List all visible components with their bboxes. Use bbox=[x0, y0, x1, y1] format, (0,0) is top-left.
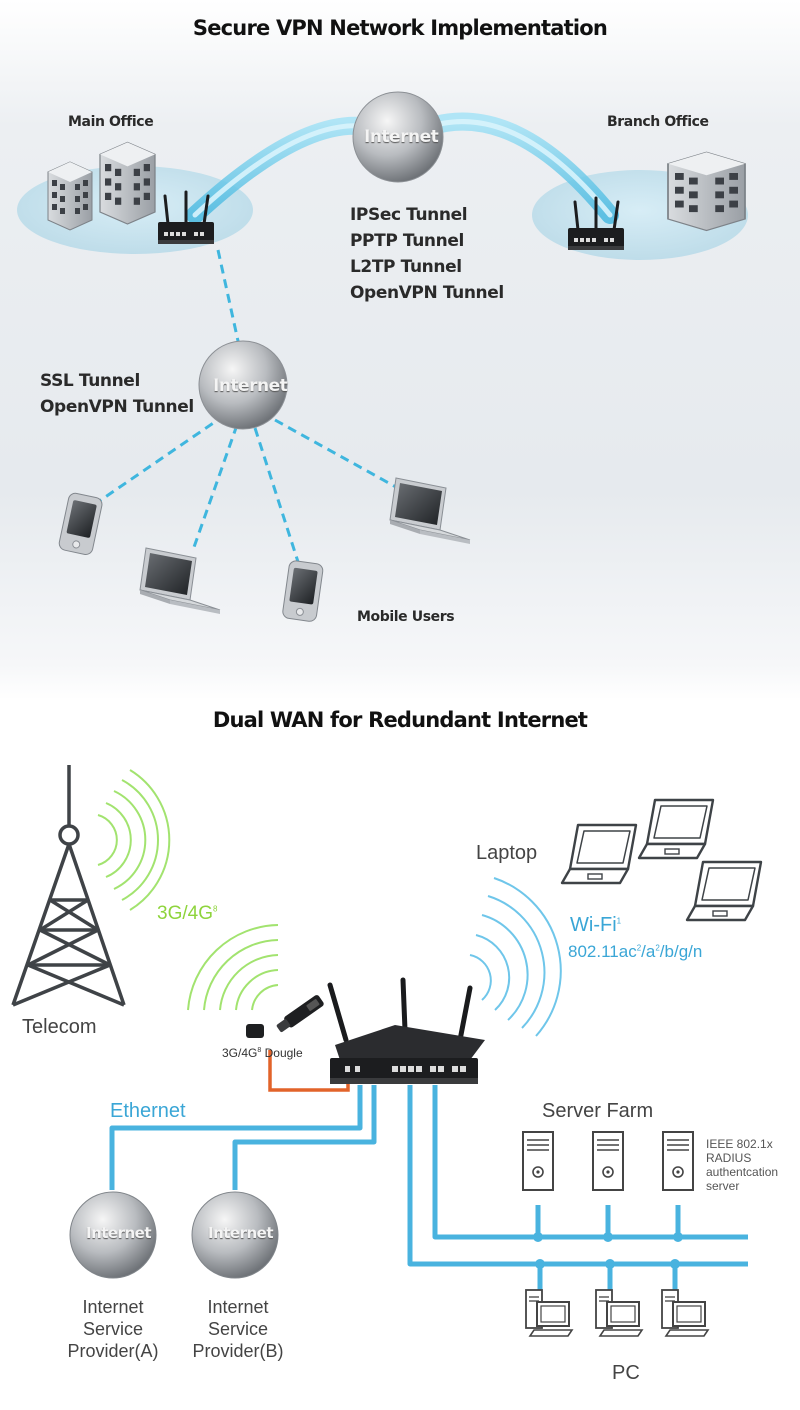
isp-b-globe-label: Internet bbox=[208, 1224, 274, 1242]
site-tunnel-item: OpenVPN Tunnel bbox=[350, 283, 504, 303]
branch-office-building-icon bbox=[667, 151, 746, 232]
laptop-outline-2-icon bbox=[637, 798, 715, 860]
internet-globe-top bbox=[352, 91, 444, 183]
laptop-outline-3-icon bbox=[685, 860, 763, 922]
wifi-label: Wi-Fi1 bbox=[570, 914, 621, 937]
usb-dongle-icon bbox=[276, 995, 324, 1032]
laptop-device-left-icon bbox=[139, 547, 221, 615]
dongle-footnote: 8 bbox=[257, 1047, 262, 1054]
isp-a-line: Provider(A) bbox=[67, 1341, 159, 1361]
cellular-footnote: 8 bbox=[212, 904, 218, 914]
dongle-label: 3G/4G8 Dougle bbox=[222, 1046, 303, 1060]
isp-a-label: Internet Service Provider(A) bbox=[48, 1296, 178, 1362]
ethernet-junctions bbox=[533, 1232, 683, 1269]
cellular-label: 3G/4G8 bbox=[157, 903, 217, 925]
server-1-icon bbox=[522, 1131, 554, 1191]
branch-office-label: Branch Office bbox=[607, 114, 709, 130]
wifi-waves bbox=[469, 877, 562, 1037]
wifi-std-b: /a bbox=[641, 942, 656, 961]
isp-a-line: Service bbox=[82, 1319, 144, 1339]
isp-a-globe bbox=[69, 1191, 157, 1279]
wifi-std-footnote-a: 2 bbox=[636, 943, 642, 953]
dongle-suffix: Dougle bbox=[261, 1046, 303, 1060]
main-office-label: Main Office bbox=[68, 114, 154, 130]
wifi-footnote: 1 bbox=[616, 916, 622, 926]
internet-globe-middle bbox=[198, 340, 288, 430]
radius-line: authentcation bbox=[706, 1165, 779, 1179]
telecom-tower-icon bbox=[11, 765, 126, 1007]
isp-b-line: Internet bbox=[207, 1297, 269, 1317]
usb-cable bbox=[268, 1050, 350, 1092]
usb-dongle-cap-icon bbox=[246, 1024, 264, 1038]
server-2-icon bbox=[592, 1131, 624, 1191]
site-tunnel-item: IPSec Tunnel bbox=[350, 205, 468, 225]
ethernet-label: Ethernet bbox=[110, 1100, 186, 1122]
pc-label: PC bbox=[612, 1362, 640, 1384]
pda-device-mid-icon bbox=[281, 559, 325, 623]
laptop-label: Laptop bbox=[476, 842, 538, 864]
wifi-standards-label: 802.11ac2/a2/b/g/n bbox=[568, 942, 702, 962]
dongle-text: 3G/4G bbox=[222, 1046, 258, 1060]
main-office-building-small-icon bbox=[47, 161, 93, 231]
site-tunnel-item: PPTP Tunnel bbox=[350, 231, 464, 251]
server-farm-label: Server Farm bbox=[542, 1100, 654, 1122]
wifi-std-footnote-b: 2 bbox=[655, 943, 660, 953]
pc-1-icon bbox=[525, 1289, 573, 1337]
pda-device-left-icon bbox=[57, 491, 104, 557]
dashed-link-laptop-right bbox=[274, 418, 406, 494]
remote-tunnel-list: SSL Tunnel OpenVPN Tunnel bbox=[40, 368, 194, 420]
cellular-text: 3G/4G bbox=[157, 903, 213, 924]
dashed-link-main-to-internet bbox=[216, 249, 242, 351]
radius-line: IEEE 802.1x bbox=[706, 1137, 773, 1151]
dashed-link-pda-mid bbox=[253, 427, 302, 569]
isp-b-line: Service bbox=[207, 1319, 269, 1339]
wifi-text: Wi-Fi bbox=[570, 914, 617, 936]
remote-tunnel-item: SSL Tunnel bbox=[40, 371, 140, 391]
site-tunnel-item: L2TP Tunnel bbox=[350, 257, 462, 277]
dashed-link-pda-left bbox=[97, 413, 226, 504]
wifi-std-c: /b/g/n bbox=[659, 942, 703, 961]
vpn-section-title: Secure VPN Network Implementation bbox=[192, 16, 608, 40]
isp-a-globe-label: Internet bbox=[86, 1224, 152, 1242]
telecom-label: Telecom bbox=[22, 1016, 97, 1038]
isp-b-label: Internet Service Provider(B) bbox=[173, 1296, 303, 1362]
laptop-device-right-icon bbox=[389, 477, 471, 545]
isp-a-line: Internet bbox=[82, 1297, 144, 1317]
radius-server-label: IEEE 802.1x RADIUS authentcation server bbox=[706, 1137, 778, 1193]
laptop-outline-1-icon bbox=[560, 823, 638, 885]
internet-label-middle: Internet bbox=[213, 376, 288, 396]
site-tunnel-list: IPSec Tunnel PPTP Tunnel L2TP Tunnel Ope… bbox=[350, 202, 504, 306]
main-office-building-tall-icon bbox=[99, 141, 156, 225]
pc-3-icon bbox=[661, 1289, 709, 1337]
cellular-waves bbox=[97, 769, 171, 911]
server-3-icon bbox=[662, 1131, 694, 1191]
dashed-link-laptop-mid bbox=[191, 424, 239, 551]
dongle-waves bbox=[187, 924, 279, 1011]
internet-label-top: Internet bbox=[364, 127, 439, 147]
remote-tunnel-item: OpenVPN Tunnel bbox=[40, 397, 194, 417]
isp-b-globe bbox=[191, 1191, 279, 1279]
radius-line: server bbox=[706, 1179, 740, 1193]
mobile-users-label: Mobile Users bbox=[357, 609, 455, 625]
isp-b-line: Provider(B) bbox=[192, 1341, 284, 1361]
wifi-std-a: 802.11ac bbox=[568, 942, 637, 961]
pc-2-icon bbox=[595, 1289, 643, 1337]
main-router-icon bbox=[327, 977, 485, 1084]
radius-line: RADIUS bbox=[706, 1151, 752, 1165]
dual-wan-section-title: Dual WAN for Redundant Internet bbox=[212, 708, 588, 732]
